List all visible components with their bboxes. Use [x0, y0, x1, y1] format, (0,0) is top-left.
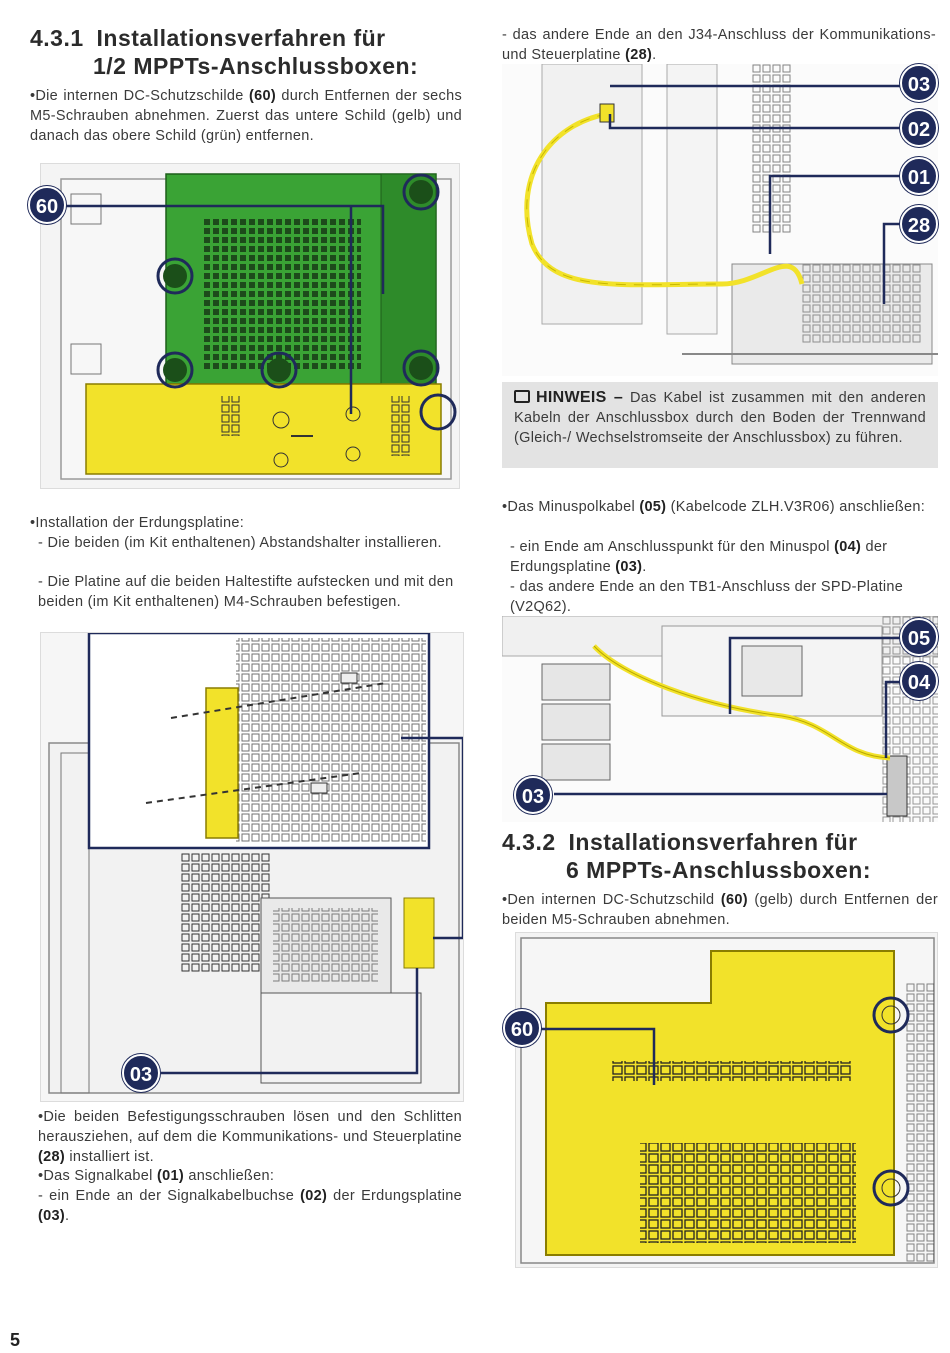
step-remove-shield-6mppt: •Den internen DC-Schutzschild (60) (gelb… [502, 892, 938, 928]
step-pull-slide: •Die beiden Befestigungsschrauben lösen … [38, 1109, 462, 1165]
figure-shield-6-mppt [515, 932, 938, 1268]
figure-3-drawing [524, 64, 938, 365]
section-431-heading: 4.3.1 Installationsverfahren für 1/2 MPP… [30, 24, 480, 80]
figure-signal-cable [502, 64, 938, 376]
figure-1-drawing [60, 173, 457, 480]
page-number: 5 [10, 1330, 21, 1350]
figure-4-callout-03: 03 [514, 776, 552, 814]
figure-3-callout-28: 28 [900, 205, 938, 243]
figure-3-callout-03: 03 [900, 64, 938, 102]
step-signal-cable: •Das Signalkabel (01) anschließen: [38, 1168, 275, 1184]
figure-3-callout-02: 02 [900, 109, 938, 147]
note-box: HINWEIS – Das Kabel ist zusammen mit den… [502, 382, 938, 468]
step-grounding-board-line2: - Die Platine auf die beiden Haltestifte… [38, 574, 454, 610]
step-remove-shields: •Die internen DC-Schutzschilde (60) durc… [30, 88, 462, 144]
step-signal-cable-line2: - das andere Ende an den J34-Anschluss d… [502, 27, 936, 63]
step-grounding-board-title: •Installation der Erdungsplatine: [30, 515, 245, 531]
section-431-title-line2: 1/2 MPPTs-Anschlussboxen: [93, 53, 419, 79]
figure-shields-1-2-mppt [40, 163, 460, 489]
section-431-number: 4.3.1 [30, 25, 84, 51]
step-negative-cable-line1: - ein Ende am Anschlusspunkt für den Min… [510, 539, 888, 575]
figure-4-callout-05: 05 [900, 618, 938, 656]
note-title: HINWEIS – [536, 389, 624, 406]
section-432-heading: 4.3.2 Installationsverfahren für 6 MPPTs… [502, 828, 942, 884]
section-432-number: 4.3.2 [502, 829, 556, 855]
step-grounding-board-line1: - Die beiden (im Kit enthaltenen) Abstan… [38, 535, 442, 551]
figure-grounding-board [40, 632, 464, 1102]
figure-1-callout-60: 60 [28, 186, 66, 224]
figure-negative-cable [502, 616, 938, 822]
step-negative-cable-line2: - das andere Ende an den TB1-Anschluss d… [510, 579, 904, 615]
section-432-title-line1: Installationsverfahren für [568, 829, 858, 855]
figure-5-callout-60: 60 [503, 1009, 541, 1047]
note-text: Das Kabel ist zusammen mit den anderen K… [514, 390, 926, 446]
figure-5-drawing [520, 937, 935, 1264]
note-icon [514, 390, 530, 403]
section-431-title-line1: Installationsverfahren für [96, 25, 386, 51]
section-432-title-line2: 6 MPPTs-Anschlussboxen: [566, 857, 872, 883]
figure-4-callout-04: 04 [900, 662, 938, 700]
figure-2-drawing [48, 633, 463, 1094]
figure-2-callout-03: 03 [122, 1054, 160, 1092]
step-signal-cable-line1: - ein Ende an der Signalkabelbuchse (02)… [38, 1188, 463, 1224]
figure-4-drawing [502, 616, 938, 822]
figure-3-callout-01: 01 [900, 157, 938, 195]
step-negative-cable: •Das Minuspolkabel (05) (Kabelcode ZLH.V… [502, 499, 926, 515]
